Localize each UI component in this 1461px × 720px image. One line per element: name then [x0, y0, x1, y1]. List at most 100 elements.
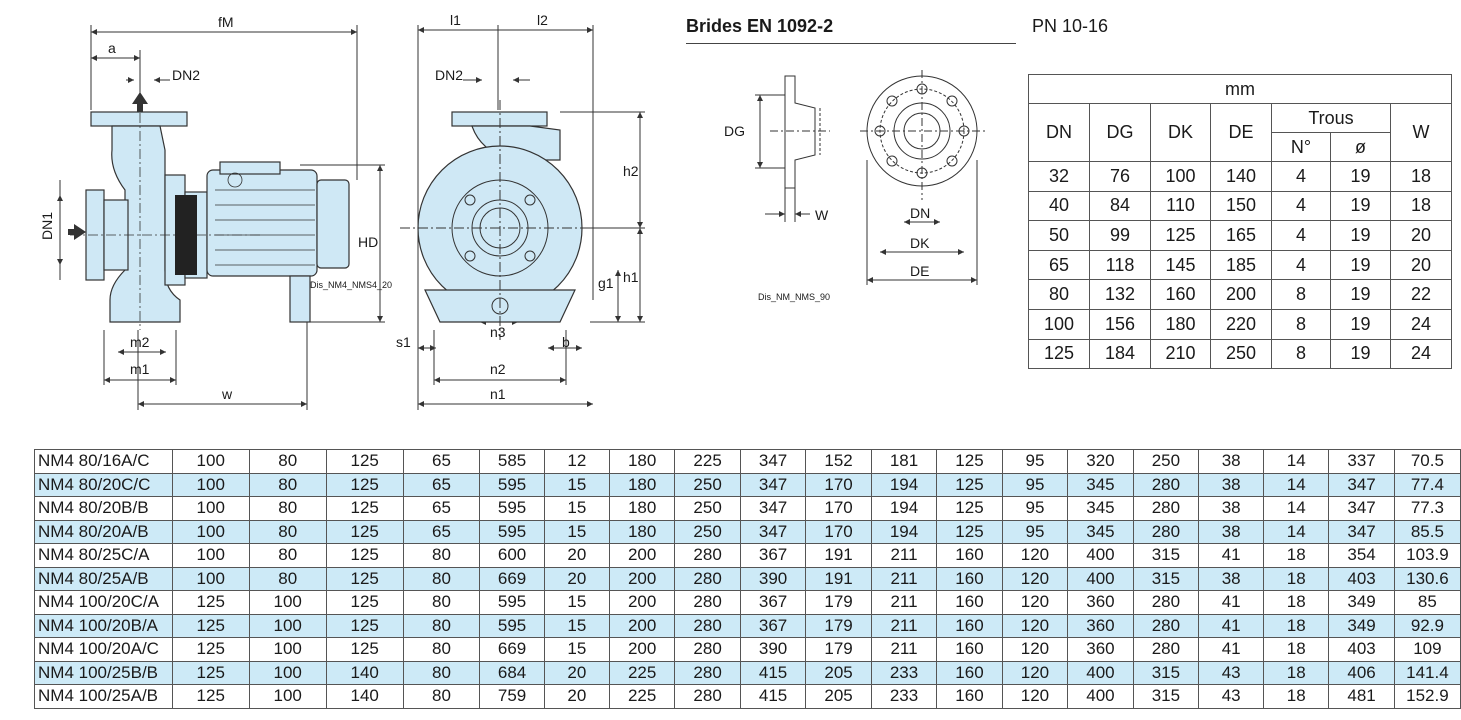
pressure-rating: PN 10-16 — [1032, 16, 1109, 36]
dimension-cell: 347 — [739, 519, 807, 544]
flange-cell: 125 — [1028, 338, 1090, 370]
flange-cell: 22 — [1390, 279, 1452, 310]
flange-cell: 80 — [1028, 279, 1090, 310]
dimension-cell: 18 — [1263, 637, 1330, 662]
dimension-cell: 80 — [248, 496, 327, 521]
dimension-cell: 600 — [479, 543, 545, 568]
dimension-cell: 160 — [936, 684, 1003, 709]
dimension-cell: 280 — [1132, 519, 1200, 544]
col-w: W — [1390, 103, 1452, 162]
dimension-cell: 211 — [870, 637, 938, 662]
dimension-cell: 14 — [1263, 496, 1330, 521]
dimension-cell: 120 — [1001, 590, 1069, 615]
dimension-cell: 95 — [1001, 472, 1069, 497]
dimension-cell: 43 — [1198, 684, 1265, 709]
dimension-cell: 225 — [608, 660, 676, 685]
dimension-cell: 100 — [248, 613, 327, 638]
label-g1: g1 — [598, 275, 614, 291]
dimension-cell: 595 — [479, 590, 545, 615]
flange-cell: 19 — [1330, 161, 1391, 192]
dimension-cell: 152 — [805, 449, 872, 474]
dimension-cell: 315 — [1132, 543, 1200, 568]
flange-cell: 8 — [1271, 338, 1331, 370]
dimension-cell: 95 — [1001, 496, 1069, 521]
dimension-cell: 280 — [674, 637, 741, 662]
dimension-cell: 80 — [248, 566, 327, 591]
dimension-cell: 400 — [1067, 684, 1134, 709]
dimension-cell: 160 — [936, 543, 1003, 568]
dimension-cell: 15 — [543, 613, 610, 638]
pump-model-name: NM4 80/25C/A — [34, 543, 173, 568]
dimension-cell: 140 — [325, 660, 404, 685]
dimension-cell: 109 — [1393, 637, 1461, 662]
dimension-cell: 65 — [402, 496, 481, 521]
dimension-cell: 103.9 — [1393, 543, 1461, 568]
dimension-cell: 125 — [936, 472, 1003, 497]
dimension-cell: 160 — [936, 637, 1003, 662]
dimension-cell: 125 — [171, 613, 250, 638]
dimension-cell: 100 — [171, 543, 250, 568]
flange-cell: 18 — [1390, 161, 1452, 192]
flange-cell: 180 — [1150, 308, 1211, 340]
dimension-cell: 65 — [402, 519, 481, 544]
dimension-cell: 125 — [325, 449, 404, 474]
dimension-cell: 38 — [1198, 472, 1265, 497]
dimension-cell: 280 — [674, 566, 741, 591]
dimension-cell: 315 — [1132, 660, 1200, 685]
flange-cell: 76 — [1089, 161, 1151, 192]
label-m1: m1 — [130, 361, 150, 377]
dimension-cell: 225 — [674, 449, 741, 474]
dimension-cell: 205 — [805, 684, 872, 709]
dimension-cell: 280 — [674, 684, 741, 709]
dimension-cell: 194 — [870, 496, 938, 521]
dimension-cell: 18 — [1263, 684, 1330, 709]
dimension-cell: 85 — [1393, 590, 1461, 615]
dimension-cell: 349 — [1328, 590, 1395, 615]
label-dn2-front: DN2 — [435, 67, 463, 83]
flange-cell: 24 — [1390, 308, 1452, 340]
dimension-cell: 280 — [1132, 590, 1200, 615]
label-fM: fM — [218, 14, 234, 30]
dimension-cell: 400 — [1067, 566, 1134, 591]
dimension-cell: 360 — [1067, 613, 1134, 638]
dimension-cell: 95 — [1001, 449, 1069, 474]
dimension-cell: 669 — [479, 566, 545, 591]
label-n3: n3 — [490, 324, 506, 340]
flange-cell: 200 — [1210, 279, 1272, 310]
dimension-cell: 125 — [171, 660, 250, 685]
dimension-cell: 349 — [1328, 613, 1395, 638]
dimension-cell: 250 — [674, 496, 741, 521]
dimension-cell: 15 — [543, 496, 610, 521]
dimension-cell: 315 — [1132, 684, 1200, 709]
dimension-cell: 125 — [171, 637, 250, 662]
flange-cell: 100 — [1028, 308, 1090, 340]
label-n2: n2 — [490, 361, 506, 377]
pump-model-name: NM4 100/20A/C — [34, 637, 173, 662]
dimension-cell: 160 — [936, 660, 1003, 685]
dimension-cell: 200 — [608, 590, 676, 615]
dimension-cell: 280 — [674, 590, 741, 615]
dimension-cell: 406 — [1328, 660, 1395, 685]
flange-cell: 156 — [1089, 308, 1151, 340]
holes-header: Trous — [1271, 103, 1391, 133]
dimension-cell: 180 — [608, 519, 676, 544]
dimension-cell: 759 — [479, 684, 545, 709]
dimension-cell: 125 — [936, 496, 1003, 521]
dimension-cell: 360 — [1067, 590, 1134, 615]
flange-cell: 110 — [1150, 190, 1211, 222]
flange-cell: 18 — [1390, 190, 1452, 222]
dimension-cell: 347 — [739, 496, 807, 521]
dimension-cell: 347 — [1328, 496, 1395, 521]
label-w-flange: W — [815, 207, 829, 223]
flange-cell: 184 — [1089, 338, 1151, 370]
flange-cell: 4 — [1271, 249, 1331, 281]
dimension-cell: 250 — [674, 519, 741, 544]
dimension-cell: 80 — [402, 590, 481, 615]
dimension-cell: 100 — [171, 566, 250, 591]
